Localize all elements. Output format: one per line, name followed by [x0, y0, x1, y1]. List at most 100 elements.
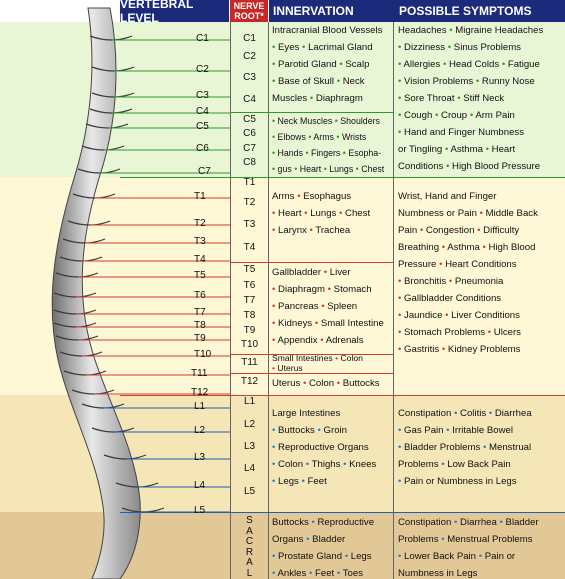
vertebral-level-label: T9 [194, 333, 206, 344]
vertebral-level-label: L2 [194, 425, 206, 436]
nerve-root-header: NERVE ROOT* [230, 0, 268, 22]
column-divider [393, 22, 394, 579]
innervation-item: Uterus [272, 378, 301, 389]
innervation-divider [230, 373, 393, 374]
symptom-item: Vision Problems [404, 76, 474, 87]
bullet-separator: • [336, 568, 341, 579]
symptom-item: Jaundice [404, 310, 443, 321]
symptom-item: Migraine Headaches [455, 25, 544, 36]
vertebral-level-label: L1 [194, 401, 206, 412]
sacral-band [0, 512, 565, 579]
bullet-separator: • [479, 208, 483, 219]
bullet-separator: • [355, 164, 359, 174]
bullet-separator: • [457, 93, 461, 104]
innervation-item: Lacrimal Gland [308, 42, 373, 53]
nerve-root-label: L4 [243, 463, 256, 474]
innervation-item: Elbows [277, 132, 306, 142]
bullet-separator: • [336, 132, 340, 142]
symptom-item: Hand and Finger Numbness [404, 127, 525, 138]
innervation-item: Fingers [310, 148, 341, 158]
innervation-item: Muscles [272, 93, 308, 104]
symptom-item: Bladder [505, 517, 539, 528]
vertebral-level-label: L4 [194, 480, 206, 491]
innervation-item: Gallbladder [272, 267, 322, 278]
bullet-separator: • [272, 76, 276, 87]
vertebra-segment [91, 427, 135, 433]
innervation-item: Neck [342, 76, 365, 87]
symptom-item: Conditions [398, 161, 444, 172]
innervation-cervical-upper: Intracranial Blood Vessels • Eyes • Lacr… [272, 22, 392, 107]
sacral-letter: S [246, 515, 253, 526]
symptom-item: or Tingling [398, 144, 443, 155]
innervation-item: Esopha- [348, 148, 382, 158]
symptom-item: Constipation [398, 408, 452, 419]
vertebra-segment [103, 454, 147, 460]
vertebral-level-label: C7 [198, 166, 211, 177]
innervation-item: Buttocks [278, 425, 315, 436]
symptom-item: Diarrhea [460, 517, 497, 528]
bullet-separator: • [294, 164, 298, 174]
thoracic-lumbar-divider [120, 395, 565, 396]
vertebral-level-header: VERTEBRAL LEVEL [120, 0, 229, 25]
bullet-separator: • [297, 191, 301, 202]
bullet-separator: • [323, 164, 327, 174]
vertebra-segment [85, 123, 129, 129]
bullet-separator: • [445, 310, 449, 321]
innervation-item: Lungs [310, 208, 337, 219]
vertebra-segment [59, 351, 103, 357]
level-connectors [76, 39, 230, 513]
symptom-item: Bladder Problems [404, 442, 481, 453]
symptom-item: Head Colds [449, 59, 500, 70]
symptom-item: Arm Pain [475, 110, 515, 121]
nerve-root-label: T8 [243, 310, 256, 321]
bullet-separator: • [344, 551, 349, 562]
symptom-item: Runny Nose [481, 76, 535, 87]
innervation-item: Colon [278, 459, 304, 470]
innervation-item: Bladder [312, 534, 346, 545]
symptom-item: Heart Conditions [445, 259, 517, 270]
innervation-item: Arms [272, 191, 295, 202]
innervation-item: Organs [272, 534, 304, 545]
bullet-separator: • [398, 551, 402, 562]
bullet-separator: • [272, 425, 276, 436]
innervation-item: Reproductive Organs [278, 442, 369, 453]
bullet-separator: • [308, 132, 312, 142]
innervation-thoracic-upper: Arms • Esophagus • Heart • Lungs • Chest… [272, 188, 392, 239]
innervation-item: Arms [313, 132, 334, 142]
cervical-thoracic-divider [120, 177, 565, 178]
vertebra-segment [67, 220, 111, 226]
vertebra-segment [81, 403, 125, 409]
symptom-item: Dizziness [404, 42, 446, 53]
vertebral-level-label: C2 [196, 64, 209, 75]
bullet-separator: • [398, 42, 402, 53]
nerve-root-label: T2 [243, 197, 256, 208]
vertebra-segment [53, 292, 97, 298]
innervation-item: Appendix [277, 335, 318, 346]
symptoms-lumbar: Constipation • Colitis • Diarrhea • Gas … [398, 405, 564, 490]
vertebra-segment [91, 66, 135, 72]
bullet-separator: • [398, 293, 402, 304]
innervation-thoracic-middle: Gallbladder • Liver • Diaphragm • Stomac… [272, 264, 392, 349]
bullet-separator: • [475, 76, 480, 87]
bullet-separator: • [442, 59, 447, 70]
innervation-item: Shoulders [340, 116, 380, 126]
symptom-item: Asthma [450, 144, 483, 155]
sacral-letter: A [246, 557, 253, 568]
bullet-separator: • [343, 459, 347, 470]
symptom-item: Croup [441, 110, 468, 121]
column-divider [230, 22, 231, 579]
bullet-separator: • [272, 459, 276, 470]
innervation-item: Colon [340, 354, 363, 363]
vertebra-segment [77, 168, 121, 174]
bullet-separator: • [317, 425, 321, 436]
innervation-lumbar: Large Intestines • Buttocks • Groin • Re… [272, 405, 392, 490]
bullet-separator: • [272, 318, 276, 329]
symptom-item: Sinus Problems [453, 42, 521, 53]
bullet-separator: • [304, 208, 308, 219]
vertebra-segment [115, 482, 159, 488]
innervation-item: Buttocks [342, 378, 380, 389]
bullet-separator: • [488, 408, 493, 419]
vertebra-segment [59, 256, 103, 262]
innervation-item: Scalp [345, 59, 370, 70]
innervation-item: Wrists [341, 132, 367, 142]
